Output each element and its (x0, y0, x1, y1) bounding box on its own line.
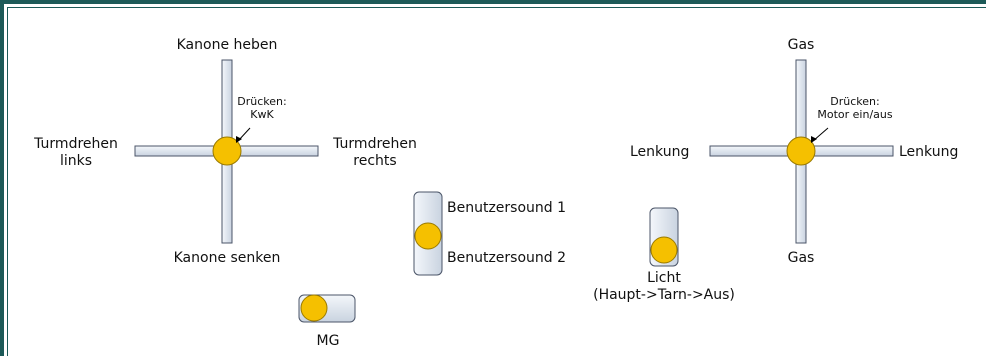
user-sound-1-label: Benutzersound 1 (447, 200, 567, 216)
left-stick-left-line1: Turmdrehen (34, 136, 118, 152)
user-sound-switch (413, 191, 443, 276)
right-stick-up-label: Gas (787, 37, 815, 53)
right-stick-press-line2: Motor ein/aus (817, 108, 893, 121)
left-stick-right-line2: rechts (353, 153, 397, 169)
mg-switch (298, 294, 356, 323)
light-label-line1: Licht (647, 270, 681, 286)
left-stick-right-line1: Turmdrehen (333, 136, 417, 152)
right-stick-left-label: Lenkung (630, 144, 690, 160)
right-joystick (709, 59, 894, 244)
left-stick-up-label: Kanone heben (176, 37, 278, 53)
light-switch-knob (650, 236, 678, 264)
left-joystick (134, 59, 319, 244)
right-stick-down-label: Gas (787, 250, 815, 266)
mg-switch-knob (300, 294, 328, 322)
left-stick-press-label: Drücken: KwK (237, 95, 286, 121)
right-stick-press-line1: Drücken: (830, 95, 880, 108)
right-stick-right-label: Lenkung (899, 144, 959, 160)
left-stick-right-label: Turmdrehen rechts (333, 136, 417, 170)
mg-label: MG (316, 333, 340, 349)
left-stick-left-label: Turmdrehen links (34, 136, 118, 170)
right-stick-press-label: Drücken: Motor ein/aus (817, 95, 892, 121)
user-sound-switch-knob (414, 222, 442, 250)
light-label: Licht (Haupt->Tarn->Aus) (593, 270, 735, 304)
right-press-arrowhead (811, 136, 817, 143)
left-stick-left-line2: links (59, 153, 93, 169)
left-stick-press-line2: KwK (250, 108, 274, 121)
light-label-line2: (Haupt->Tarn->Aus) (593, 287, 735, 303)
light-switch (649, 207, 679, 267)
user-sound-2-label: Benutzersound 2 (447, 250, 567, 266)
left-joystick-knob (212, 136, 242, 166)
left-press-arrowhead (236, 136, 242, 143)
left-stick-press-line1: Drücken: (237, 95, 287, 108)
right-joystick-knob (786, 136, 816, 166)
left-stick-down-label: Kanone senken (173, 250, 281, 266)
